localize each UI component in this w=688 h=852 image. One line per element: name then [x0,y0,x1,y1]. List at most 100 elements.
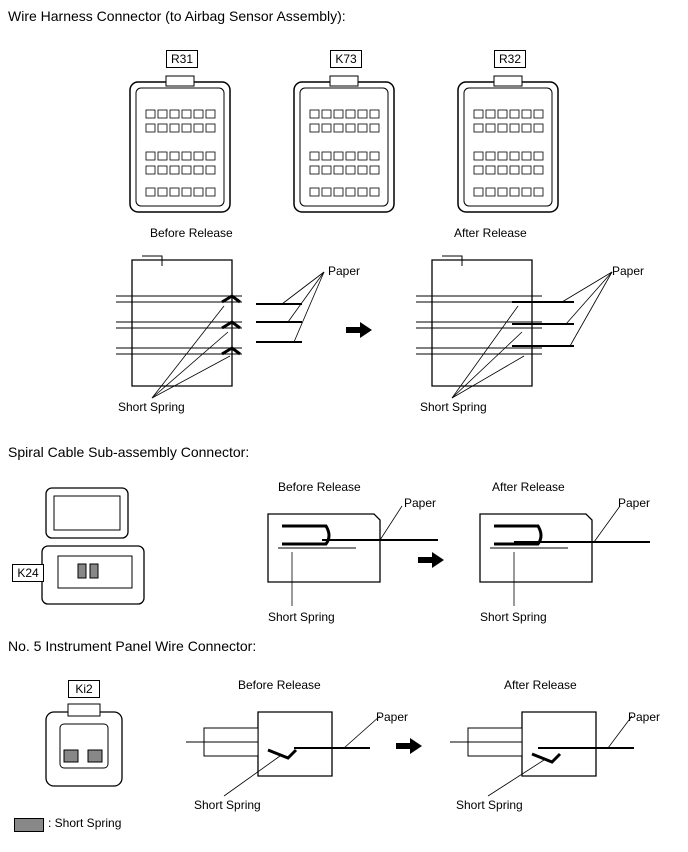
wire-harness-heading: Wire Harness Connector (to Airbag Sensor… [8,8,346,24]
spiral-cable-heading: Spiral Cable Sub-assembly Connector: [8,444,250,460]
wire-harness-before-spring-label: Short Spring [118,400,185,414]
wire-harness-after-spring-label: Short Spring [420,400,487,414]
terminal-cavity [157,123,168,133]
wire-harness-arrow-icon [346,322,372,338]
terminal-cavity [193,123,204,133]
terminal-cavity [497,165,508,175]
terminal-cavity [157,151,168,161]
spiral-cable-arrow-icon [418,552,444,568]
terminal-cavity [169,151,180,161]
instrument-panel-after-paper-label: Paper [628,710,661,724]
legend-swatch [14,818,44,832]
terminal-cavity [509,109,520,119]
terminal-cavity [473,165,484,175]
terminal-cavity [205,151,216,161]
terminal-cavity [181,123,192,133]
terminal-cavity [485,187,496,197]
k73-connector-face [293,75,395,213]
terminal-cavity [333,151,344,161]
terminal-cavity [485,165,496,175]
terminal-cavity [205,165,216,175]
terminal-cavity [485,109,496,119]
spiral-cable-before-label: Before Release [278,480,361,494]
instrument-panel-before-spring-label: Short Spring [194,798,261,812]
terminal-cavity [369,151,380,161]
terminal-cavity [333,123,344,133]
connector-tag-ki2: Ki2 [68,680,100,698]
terminal-cavity [345,123,356,133]
connector-tag-k73: K73 [330,50,362,68]
spiral-cable-after-cross-section [479,505,650,606]
terminal-cavity [533,187,544,197]
terminal-cavity [509,123,520,133]
terminal-cavity [533,151,544,161]
terminal-cavity [509,151,520,161]
spiral-cable-after-label: After Release [492,480,565,494]
terminal-cavity [369,123,380,133]
terminal-cavity [193,165,204,175]
wire-harness-before-paper-label: Paper [328,264,361,278]
terminal-cavity [321,123,332,133]
terminal-cavity [333,165,344,175]
terminal-cavity [345,165,356,175]
spiral-cable-before-spring-label: Short Spring [268,610,335,624]
terminal-cavity [497,187,508,197]
terminal-cavity [181,165,192,175]
terminal-cavity [533,109,544,119]
connector-tag-r32: R32 [494,50,527,68]
terminal-cavity [309,109,320,119]
instrument-panel-arrow-icon [396,738,422,754]
terminal-cavity [205,123,216,133]
terminal-cavity [521,151,532,161]
terminal-cavity [533,165,544,175]
instrument-panel-after-cross-section [450,711,634,797]
terminal-cavity [521,109,532,119]
terminal-cavity [309,165,320,175]
terminal-cavity [145,187,156,197]
terminal-cavity [157,165,168,175]
wire-harness-before-label: Before Release [150,226,233,240]
terminal-cavity [333,109,344,119]
terminal-cavity [193,187,204,197]
terminal-cavity [485,151,496,161]
instrument-panel-after-spring-label: Short Spring [456,798,523,812]
terminal-cavity [145,151,156,161]
terminal-cavity [357,151,368,161]
wire-harness-after-label: After Release [454,226,527,240]
terminal-cavity [157,109,168,119]
terminal-cavity [181,151,192,161]
connector-tag-k24: K24 [12,564,44,582]
spiral-cable-before-cross-section [267,505,438,606]
instrument-panel-after-label: After Release [504,678,577,692]
terminal-cavity [509,165,520,175]
terminal-cavity [473,109,484,119]
terminal-cavity [369,109,380,119]
terminal-cavity [169,123,180,133]
terminal-cavity [357,123,368,133]
instrument-panel-before-label: Before Release [238,678,321,692]
terminal-cavity [309,151,320,161]
terminal-cavity [157,187,168,197]
spiral-cable-before-paper-label: Paper [404,496,437,510]
terminal-cavity [521,123,532,133]
terminal-cavity [473,151,484,161]
terminal-cavity [345,109,356,119]
terminal-cavity [521,165,532,175]
terminal-cavity [497,109,508,119]
terminal-cavity [145,123,156,133]
instrument-panel-before-cross-section [186,711,381,797]
terminal-cavity [333,187,344,197]
terminal-cavity [485,123,496,133]
terminal-cavity [473,187,484,197]
terminal-cavity [321,165,332,175]
wire-harness-after-cross-section [416,255,613,399]
terminal-cavity [181,187,192,197]
terminal-cavity [169,165,180,175]
k24-connector-face [41,487,145,605]
instrument-panel-before-paper-label: Paper [376,710,409,724]
terminal-cavity [369,165,380,175]
terminal-cavity [321,109,332,119]
terminal-cavity [181,109,192,119]
terminal-cavity [369,187,380,197]
terminal-cavity [309,123,320,133]
